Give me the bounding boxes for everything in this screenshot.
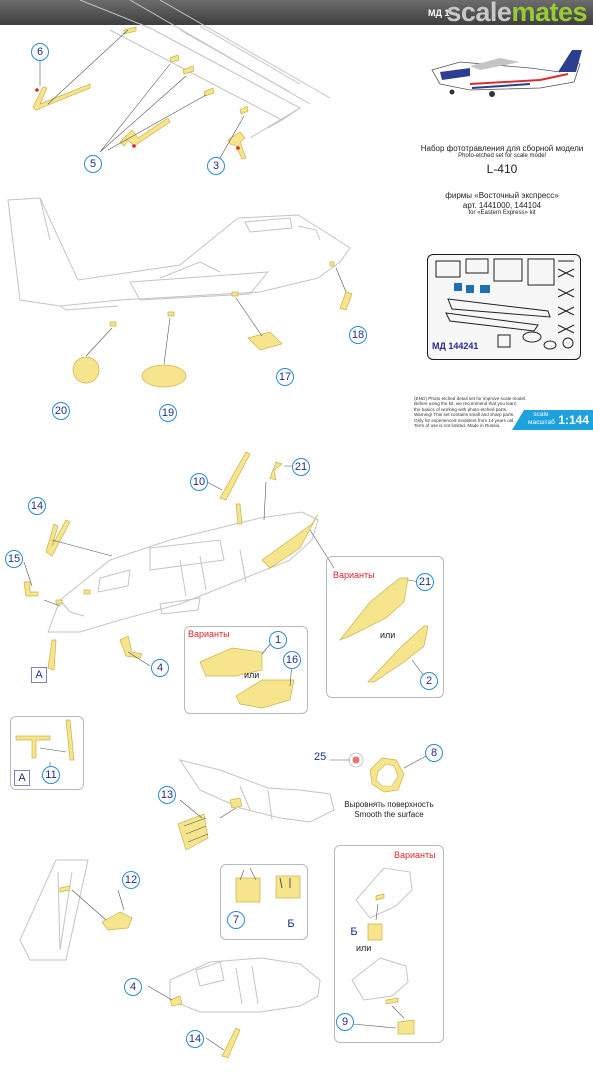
logo-accent: mates xyxy=(511,0,587,27)
callout-20: 20 xyxy=(52,402,70,420)
banner-tag: МД 1 xyxy=(428,8,450,18)
or-label-left: или xyxy=(244,670,260,680)
callout-5: 5 xyxy=(84,155,102,173)
bottom-nose-drawing xyxy=(169,957,321,1013)
smooth-surface-en: Smooth the surface xyxy=(354,810,424,819)
callout-14-top: 14 xyxy=(28,497,46,515)
scale-badge-label: scale масштаб xyxy=(528,411,555,427)
callout-18: 18 xyxy=(349,326,367,344)
callout-21-top: 21 xyxy=(292,458,310,476)
callout-7: 7 xyxy=(227,911,245,929)
fret-parts-art xyxy=(435,258,575,350)
wing-parts xyxy=(32,26,249,160)
detail-a-art xyxy=(15,719,75,768)
callout-1: 1 xyxy=(269,631,287,649)
scale-label-ru: масштаб xyxy=(528,419,555,426)
title-en: Photo-etched set for scale model xyxy=(458,153,546,159)
disclaimer-line: (ENG) Photo etched detail set for improv… xyxy=(414,396,527,401)
scale-label-en: scale xyxy=(533,411,549,418)
title-ru: Набор фототравления для сборной модели xyxy=(420,144,584,153)
cockpit-drawing xyxy=(47,511,319,633)
callout-21-variant: 21 xyxy=(416,573,434,591)
marker-a-cockpit: А xyxy=(31,667,47,683)
box-7-b xyxy=(220,864,308,940)
side-view-drawing xyxy=(7,197,351,311)
disclaimer-line: Term of use is not limited. Made in Russ… xyxy=(414,423,501,429)
scale-badge: scale масштаб 1:144 xyxy=(524,410,593,430)
callout-10: 10 xyxy=(190,473,208,491)
callout-13: 13 xyxy=(158,786,176,804)
callout-2: 2 xyxy=(420,672,438,690)
wing-drawing xyxy=(79,0,331,139)
callout-14-bottom: 14 xyxy=(186,1030,204,1048)
variants-label-bottom: Варианты xyxy=(394,850,436,860)
rudder-drawing xyxy=(178,759,335,823)
callout-3: 3 xyxy=(207,157,225,175)
side-view-parts xyxy=(72,261,353,388)
variants-box-1-16 xyxy=(184,626,308,714)
variants-label-right: Варианты xyxy=(333,570,375,580)
firm-ru: фирмы «Восточный экспресс» xyxy=(445,191,559,200)
callout-4-bottom: 4 xyxy=(124,978,142,996)
window-parts xyxy=(330,752,427,793)
disclaimer: (ENG) Photo etched detail set for improv… xyxy=(414,396,526,428)
callout-11: 11 xyxy=(42,766,60,784)
callout-17: 17 xyxy=(276,368,294,386)
callout-15: 15 xyxy=(5,550,23,568)
variants-label-left: Варианты xyxy=(188,629,230,639)
box-7-b-art xyxy=(235,867,301,903)
article-numbers: арт. 1441000, 144104 xyxy=(462,201,542,210)
or-label-right: или xyxy=(380,630,396,640)
marker-b-box: Б xyxy=(284,917,298,931)
callout-16: 16 xyxy=(283,651,301,669)
bottom-nose-parts xyxy=(147,985,241,1059)
tail-fin-drawing xyxy=(19,859,89,961)
callout-4-top: 4 xyxy=(151,659,169,677)
or-label-bottom: или xyxy=(356,943,372,953)
callout-12: 12 xyxy=(122,871,140,889)
marker-a-detail: А xyxy=(14,770,30,786)
callout-8: 8 xyxy=(425,744,443,762)
smooth-surface-ru: Выровнять поверхность xyxy=(344,800,434,809)
model-name: L-410 xyxy=(486,162,518,176)
disclaimer-line: the basics of working with photo-etched … xyxy=(414,406,508,412)
variants-box-21-2 xyxy=(326,556,444,698)
detail-a-box xyxy=(10,716,84,790)
tail-fin-parts xyxy=(59,885,133,931)
fret-label: МД 144241 xyxy=(432,341,479,351)
scalemates-logo[interactable]: scalemates xyxy=(446,0,587,28)
rudder-parts xyxy=(177,797,243,851)
aircraft-image xyxy=(431,50,582,97)
variants-box-b-9 xyxy=(334,845,444,1043)
variants-box-1-16-art xyxy=(199,641,295,709)
variants-box-21-2-art xyxy=(338,577,429,683)
cockpit-parts xyxy=(23,451,335,671)
disclaimer-line: Before using the kit, we recommend that … xyxy=(414,401,517,407)
callout-6: 6 xyxy=(31,43,49,61)
callout-19: 19 xyxy=(159,404,177,422)
disclaimer-line: Warning! This set contains small and sha… xyxy=(414,412,515,418)
disclaimer-line: Only for experienced modelers from 14 ye… xyxy=(414,417,515,423)
firm-en: for «Eastern Express» kit xyxy=(468,210,536,216)
marker-b-variants: Б xyxy=(347,925,361,939)
callout-25: 25 xyxy=(314,751,327,763)
callout-9: 9 xyxy=(336,1013,354,1031)
logo-main: scale xyxy=(446,0,512,27)
photo-etched-fret: МД 144241 xyxy=(427,254,581,360)
variants-box-b-9-art xyxy=(351,867,415,1035)
scale-value: 1:144 xyxy=(558,413,589,427)
site-banner: МД 1 scalemates xyxy=(0,0,593,28)
